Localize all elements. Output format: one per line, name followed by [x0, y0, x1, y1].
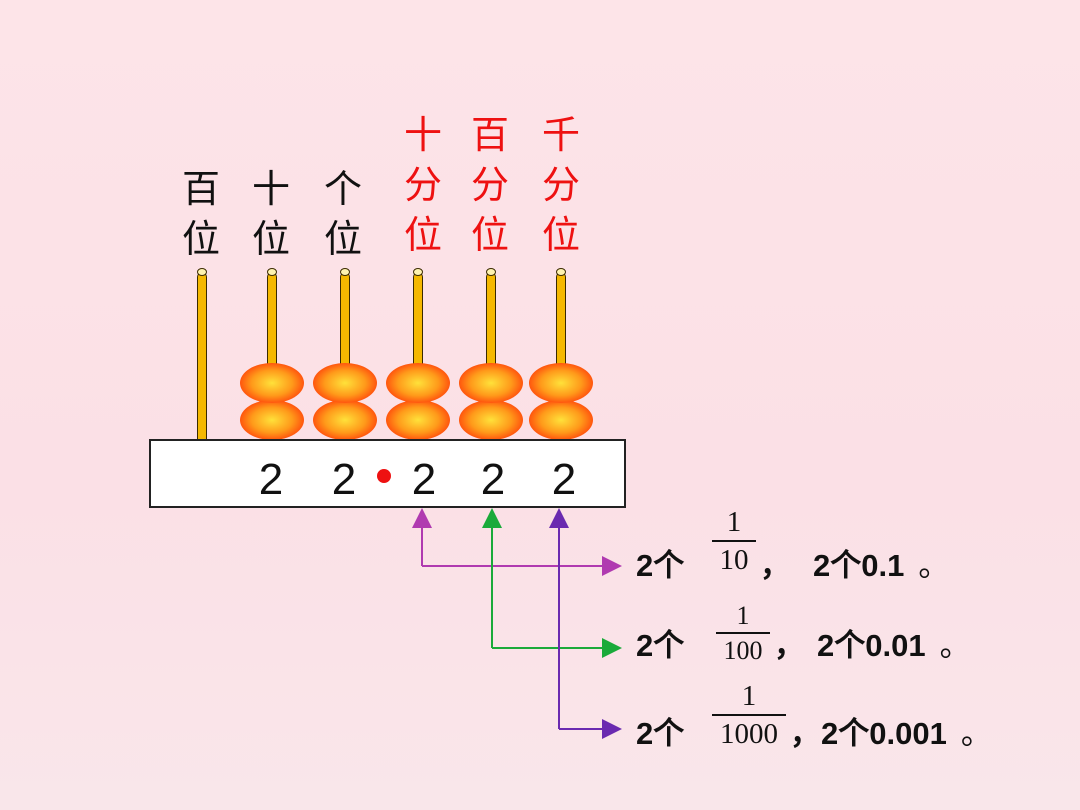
explanation-row-thousandths: 2个	[636, 716, 685, 751]
place-label-hundredths: 百分位	[470, 113, 509, 257]
explanation-value-thousandths: ，2个0.001。	[790, 716, 992, 751]
fraction-numerator: 1	[736, 601, 750, 630]
place-label-tenths: 十分位	[403, 113, 442, 257]
digit-tens: 2	[258, 455, 284, 504]
explanation-row-hundredths: 2个	[636, 628, 685, 663]
place-label-thousandths: 千分位	[541, 113, 580, 257]
place-label-hundreds: 百位	[181, 167, 220, 261]
rod-cap	[197, 268, 207, 276]
abacus-bead	[529, 363, 593, 403]
fraction-one-thousandth: 1 1000	[712, 680, 786, 750]
abacus-bead	[386, 400, 450, 440]
rod-cap	[340, 268, 350, 276]
arrow-hundredths	[482, 508, 622, 658]
digit-ones: 2	[331, 455, 357, 504]
place-label-tens: 十位	[251, 167, 290, 261]
abacus-bead	[529, 400, 593, 440]
arrow-tenths	[412, 508, 622, 576]
fraction-one-tenth: 1 10	[712, 506, 756, 576]
fraction-bar	[712, 714, 786, 716]
fraction-denominator: 1000	[720, 717, 778, 750]
rod-cap	[267, 268, 277, 276]
abacus-bead	[313, 400, 377, 440]
abacus-bead	[240, 363, 304, 403]
abacus-bead	[240, 400, 304, 440]
rod-cap	[556, 268, 566, 276]
fraction-one-hundredth: 1 100	[716, 602, 770, 666]
digit-tenths: 2	[411, 455, 437, 504]
arrow-thousandths	[549, 508, 622, 739]
fraction-bar	[712, 540, 756, 542]
abacus-bead	[313, 363, 377, 403]
abacus-bead	[459, 400, 523, 440]
decimal-point	[377, 469, 391, 483]
rod-cap	[486, 268, 496, 276]
explanation-row-tenths: 2个	[636, 548, 685, 583]
fraction-denominator: 100	[723, 635, 763, 665]
rod-cap	[413, 268, 423, 276]
place-label-ones: 个位	[323, 167, 362, 261]
abacus-bead	[386, 363, 450, 403]
fraction-numerator: 1	[726, 506, 742, 538]
fraction-bar	[716, 632, 770, 634]
abacus-bead	[459, 363, 523, 403]
explanation-value-hundredths: ，2个0.01。	[774, 628, 971, 663]
fraction-numerator: 1	[741, 680, 757, 712]
explanation-value-tenths: ，2个0.1。	[760, 548, 950, 583]
digit-hundredths: 2	[480, 455, 506, 504]
digit-thousandths: 2	[551, 455, 577, 504]
fraction-denominator: 10	[719, 543, 749, 576]
